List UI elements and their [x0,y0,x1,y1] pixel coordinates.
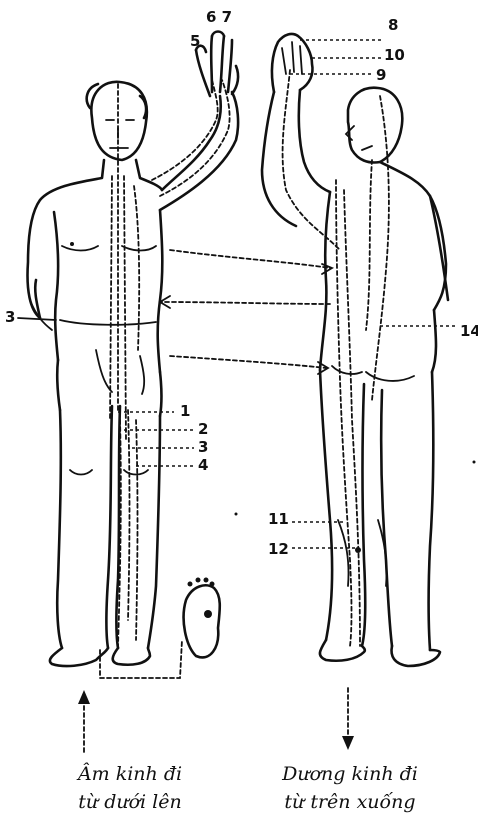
point-5-label: 5 [190,32,200,50]
point-3-label: 3 [5,308,15,326]
point-2-label: 2 [198,420,208,438]
yin-direction-arrow [78,690,90,752]
connecting-arrows [160,250,332,374]
yang-caption-line1: Dương kinh đi [250,760,450,788]
point-11-label: 11 [268,510,289,528]
point-12-label: 12 [268,540,289,558]
point-4-label: 4 [198,456,208,474]
footprint-icon [184,578,220,658]
yang-direction-arrow [342,688,354,750]
yang-caption: Dương kinh đi từ trên xuống [250,760,450,816]
yin-caption-line1: Âm kinh đi [40,760,220,788]
back-figure: 8 10 9 14 11 12 [262,16,478,666]
point-14-label: 14 [460,322,478,340]
yin-caption: Âm kinh đi từ dưới lên [40,760,220,816]
yin-caption-line2: từ dưới lên [40,788,220,816]
point-8-label: 8 [388,16,398,34]
point-labels-legs: 1 2 3 4 [118,402,208,474]
front-figure: 3 5 6 7 1 2 3 4 [5,8,238,678]
yang-caption-line2: từ trên xuống [250,788,450,816]
point-3-leg-label: 3 [198,438,208,456]
point-6-7-label: 6 7 [206,8,232,26]
point-10-label: 10 [384,46,405,64]
point-9-label: 9 [376,66,386,84]
point-1-label: 1 [180,402,190,420]
